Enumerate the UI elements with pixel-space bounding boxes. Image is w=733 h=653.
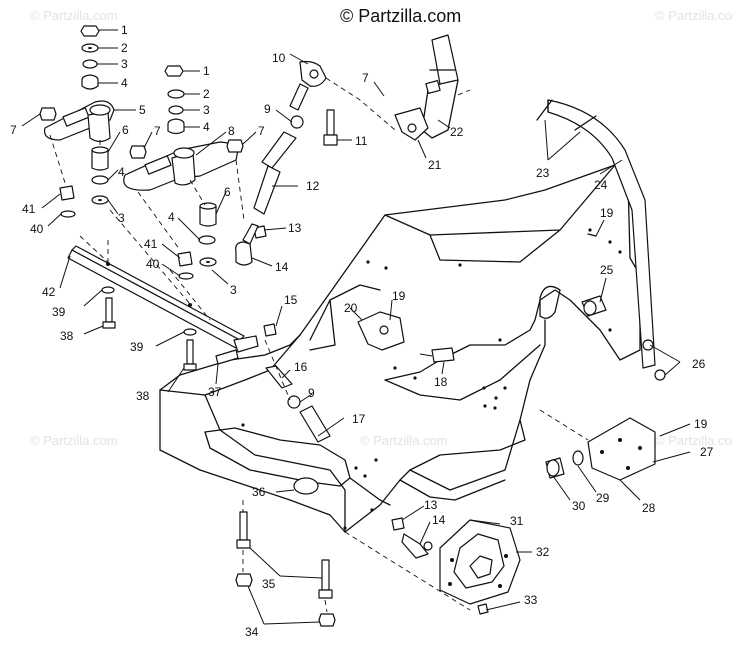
callout-15: 15: [284, 293, 298, 307]
callout-36: 36: [252, 485, 266, 499]
shock-rod-assembly: [235, 60, 396, 266]
watermark-mid-left: © Partzilla.com: [30, 433, 118, 448]
callout-8: 8: [228, 124, 235, 138]
callout-41b: 41: [144, 237, 158, 251]
steering-post: [394, 34, 471, 141]
main-frame: [159, 164, 641, 533]
callout-25: 25: [600, 263, 614, 277]
right-side-plate: [539, 409, 656, 481]
callout-17: 17: [352, 412, 366, 426]
callout-19b: 19: [392, 289, 406, 303]
callout-29: 29: [596, 491, 610, 505]
watermark-mid-right: © Partzilla.com: [655, 433, 733, 448]
callout-4a: 4: [121, 76, 128, 90]
frame-holes: [241, 228, 622, 530]
callout-14a: 14: [275, 260, 289, 274]
callout-26: 26: [692, 357, 706, 371]
callout-19c: 19: [694, 417, 708, 431]
callout-22: 22: [450, 125, 464, 139]
callout-2a: 2: [121, 41, 128, 55]
callout-40a: 40: [30, 222, 44, 236]
callout-13b: 13: [424, 498, 438, 512]
callout-6b: 6: [224, 185, 231, 199]
callout-7a: 7: [10, 123, 17, 137]
callout-9b: 9: [308, 386, 315, 400]
callout-33: 33: [524, 593, 538, 607]
callout-42: 42: [42, 285, 56, 299]
callout-39b: 39: [130, 340, 144, 354]
lower-parts: [235, 477, 521, 627]
watermark-top-center: © Partzilla.com: [340, 6, 461, 26]
watermark-top-right: © Partzilla.com: [655, 8, 733, 23]
callout-4b: 4: [118, 165, 125, 179]
callout-13a: 13: [288, 221, 302, 235]
callout-31: 31: [510, 514, 524, 528]
callout-38a: 38: [60, 329, 74, 343]
callout-27: 27: [700, 445, 714, 459]
callout-1b: 1: [203, 64, 210, 78]
callout-30: 30: [572, 499, 586, 513]
callout-12: 12: [306, 179, 320, 193]
callout-1a: 1: [121, 23, 128, 37]
rear-grab-bar: [536, 99, 666, 381]
callout-3c: 3: [203, 103, 210, 117]
callout-7b: 7: [154, 124, 161, 138]
callout-4d: 4: [168, 210, 175, 224]
leader-lines: [21, 29, 691, 625]
callout-4c: 4: [203, 120, 210, 134]
callout-3b: 3: [118, 211, 125, 225]
callout-3a: 3: [121, 57, 128, 71]
watermark-top-left: © Partzilla.com: [30, 8, 118, 23]
callout-38b: 38: [136, 389, 150, 403]
cross-bar: [67, 209, 259, 371]
callout-3d: 3: [230, 283, 237, 297]
center-mount-stack: [123, 65, 245, 280]
callout-37: 37: [208, 385, 222, 399]
callout-18: 18: [434, 375, 448, 389]
callout-40b: 40: [146, 257, 160, 271]
mid-parts: [263, 311, 455, 443]
callout-11: 11: [355, 134, 368, 148]
watermark-center: © Partzilla.com: [360, 433, 448, 448]
callout-9a: 9: [264, 102, 271, 116]
callout-5: 5: [139, 103, 146, 117]
callout-41a: 41: [22, 202, 36, 216]
callout-32: 32: [536, 545, 550, 559]
left-mount-stack: [39, 25, 115, 218]
callout-7d: 7: [362, 71, 369, 85]
callout-labels: 1 2 3 4 5 7 6 41 40 3 4 1 2 3 4 7 8 7 6 …: [10, 23, 714, 639]
callout-24: 24: [594, 178, 608, 192]
callout-10: 10: [272, 51, 286, 65]
callout-23: 23: [536, 166, 550, 180]
callout-7c: 7: [258, 124, 265, 138]
callout-20: 20: [344, 301, 358, 315]
watermark-group: © Partzilla.com © Partzilla.com © Partzi…: [30, 6, 733, 448]
callout-34: 34: [245, 625, 259, 639]
callout-16: 16: [294, 360, 308, 374]
callout-14b: 14: [432, 513, 446, 527]
callout-6a: 6: [122, 123, 129, 137]
callout-39a: 39: [52, 305, 66, 319]
callout-19a: 19: [600, 206, 614, 220]
callout-21: 21: [428, 158, 442, 172]
callout-35: 35: [262, 577, 276, 591]
callout-28: 28: [642, 501, 656, 515]
callout-2b: 2: [203, 87, 210, 101]
